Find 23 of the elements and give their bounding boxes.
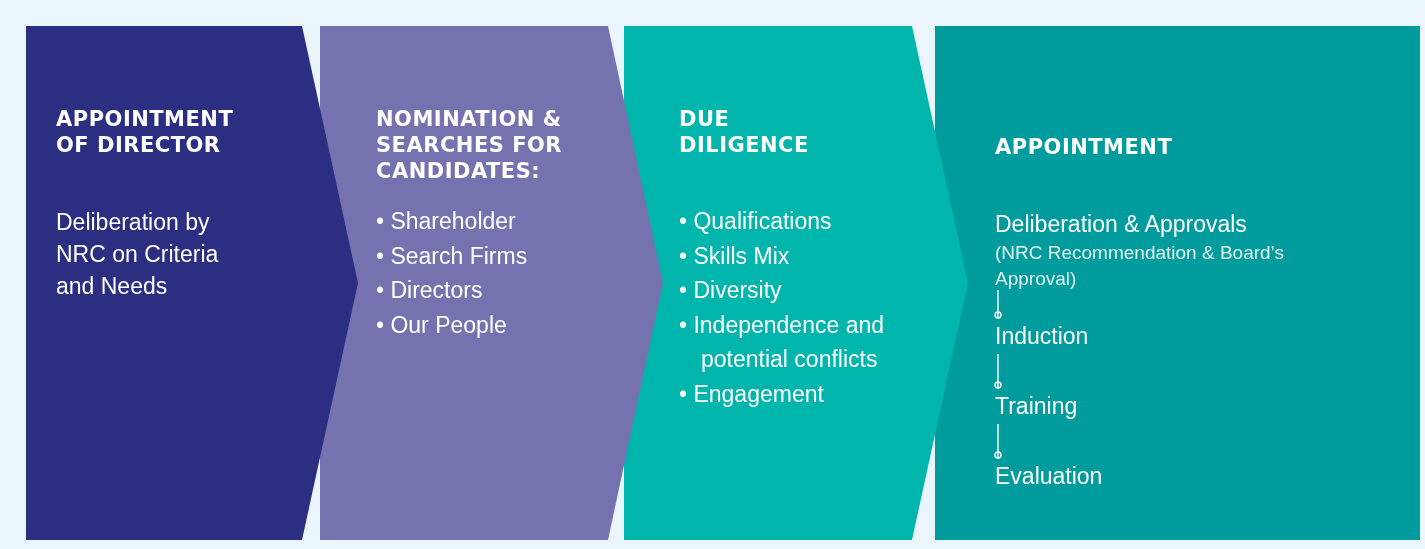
step-note: (NRC Recommendation & Board’s Approval) xyxy=(995,241,1285,291)
stage-panel xyxy=(935,26,1420,540)
stage-heading: APPOINTMENT OF DIRECTOR xyxy=(56,106,235,158)
step-text: Induction xyxy=(995,320,1195,352)
list-item: • Our People xyxy=(376,310,508,340)
list-item: • Engagement xyxy=(679,379,825,409)
list-item: • Search Firms xyxy=(376,241,529,271)
list-item: • Directors xyxy=(376,276,484,305)
step-text: Evaluation xyxy=(995,460,1195,492)
stage-text: Deliberation by NRC on Criteria and Needs xyxy=(56,208,220,301)
stage-heading: NOMINATION & SEARCHES FOR CANDIDATES: xyxy=(376,106,564,184)
list-item: • Shareholder xyxy=(376,207,517,236)
list-item: • Skills Mix xyxy=(679,241,791,271)
connector-line xyxy=(994,423,1002,459)
list-item: • Diversity xyxy=(679,276,783,305)
step-text: Deliberation & Approvals xyxy=(995,210,1248,239)
connector-line xyxy=(994,289,1002,319)
stage-heading: DUE DILIGENCE xyxy=(679,106,809,158)
list-item: • Independence and potential conflicts xyxy=(679,310,885,374)
stage-heading: APPOINTMENT xyxy=(995,134,1174,160)
connector-line xyxy=(994,353,1002,389)
step-text: Training xyxy=(995,390,1195,422)
list-item: • Qualifications xyxy=(679,207,833,236)
